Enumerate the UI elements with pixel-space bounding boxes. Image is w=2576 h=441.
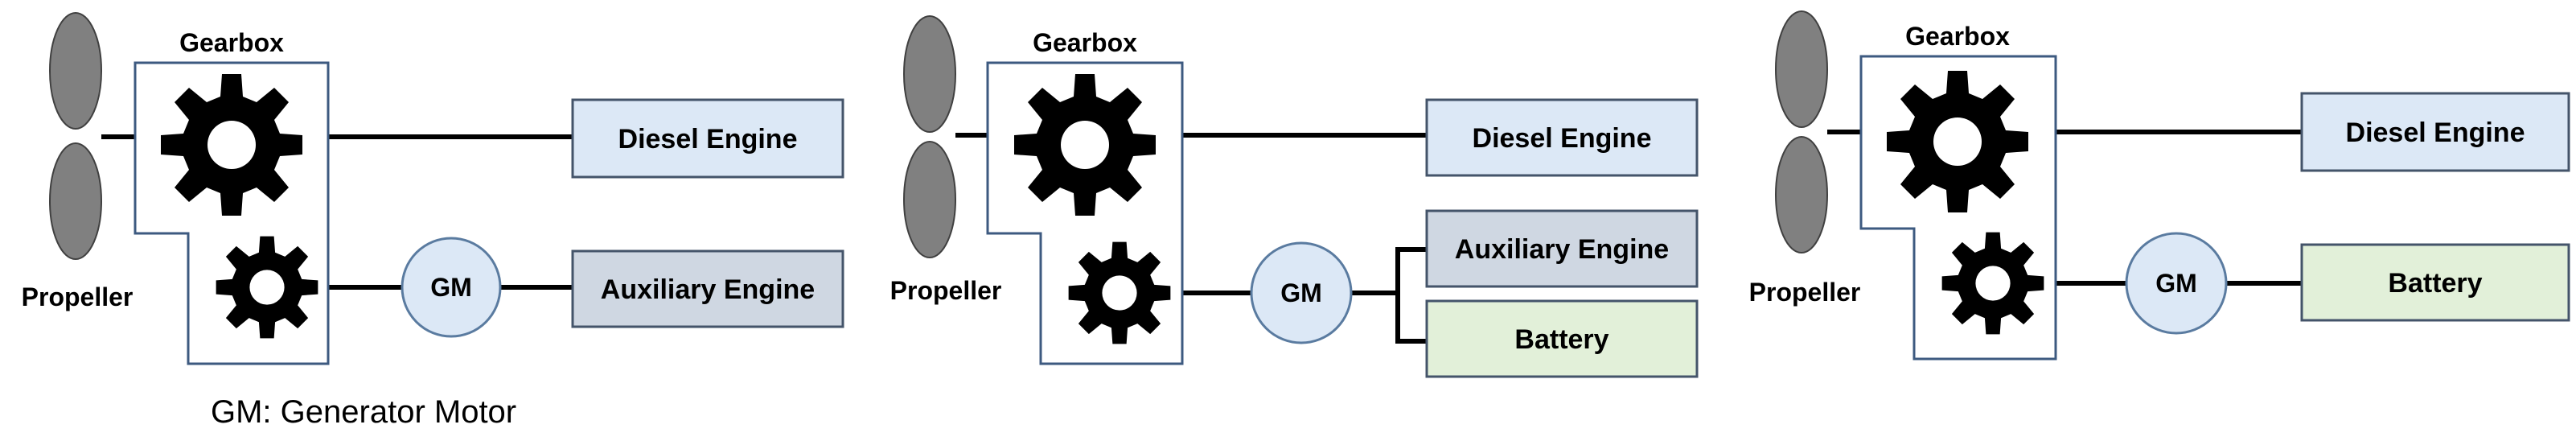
gm-label: GM: [1280, 278, 1322, 307]
propeller-label: Propeller: [22, 282, 134, 311]
gearbox-label: Gearbox: [1033, 28, 1137, 57]
propeller-icon: [1775, 10, 1828, 253]
battery-label: Battery: [2388, 268, 2482, 299]
propeller-icon: [903, 15, 956, 258]
gm-node: GM: [401, 237, 502, 338]
gear-icon: [1887, 71, 2028, 212]
gearbox-label: Gearbox: [179, 28, 284, 57]
gm-label: GM: [2155, 269, 2197, 298]
gearbox-label: Gearbox: [1905, 22, 2010, 51]
battery-label: Battery: [1514, 324, 1608, 355]
propeller-label: Propeller: [1749, 278, 1861, 307]
auxiliary-engine-label: Auxiliary Engine: [601, 274, 815, 305]
auxiliary-engine-label: Auxiliary Engine: [1455, 234, 1669, 265]
propeller-label: Propeller: [890, 276, 1002, 305]
gear-icon: [216, 236, 318, 339]
diesel-engine-box: Diesel Engine: [1425, 98, 1699, 177]
gearbox-outline: [1859, 55, 2057, 361]
gm-label: GM: [430, 273, 472, 302]
diesel-engine-box: Diesel Engine: [2300, 92, 2570, 172]
gearbox-outline: [986, 61, 1184, 365]
config-3: GM Diesel Engine Battery Gearbox Propell…: [1749, 10, 2570, 361]
diesel-engine-box: Diesel Engine: [571, 98, 844, 179]
gear-icon: [161, 74, 302, 216]
diesel-engine-label: Diesel Engine: [2346, 117, 2525, 148]
gm-node: GM: [1250, 241, 1353, 344]
diesel-engine-label: Diesel Engine: [1473, 123, 1652, 154]
branch-connector: [1395, 247, 1427, 344]
battery-box: Battery: [1425, 299, 1699, 378]
legend-text: GM: Generator Motor: [211, 394, 516, 430]
gm-node: GM: [2125, 232, 2228, 335]
gearbox-outline: [134, 61, 330, 365]
gear-icon: [1068, 241, 1171, 344]
diesel-engine-label: Diesel Engine: [618, 124, 798, 155]
battery-box: Battery: [2300, 243, 2570, 322]
config-1: GM Diesel Engine Auxiliary Engine Gearbo…: [22, 12, 844, 365]
propeller-icon: [49, 12, 102, 260]
auxiliary-engine-box: Auxiliary Engine: [1425, 209, 1699, 288]
config-2: GM Diesel Engine Auxiliary Engine Batter…: [890, 15, 1699, 378]
gear-icon: [1014, 74, 1156, 216]
gear-icon: [1941, 232, 2044, 335]
auxiliary-engine-box: Auxiliary Engine: [571, 249, 844, 328]
